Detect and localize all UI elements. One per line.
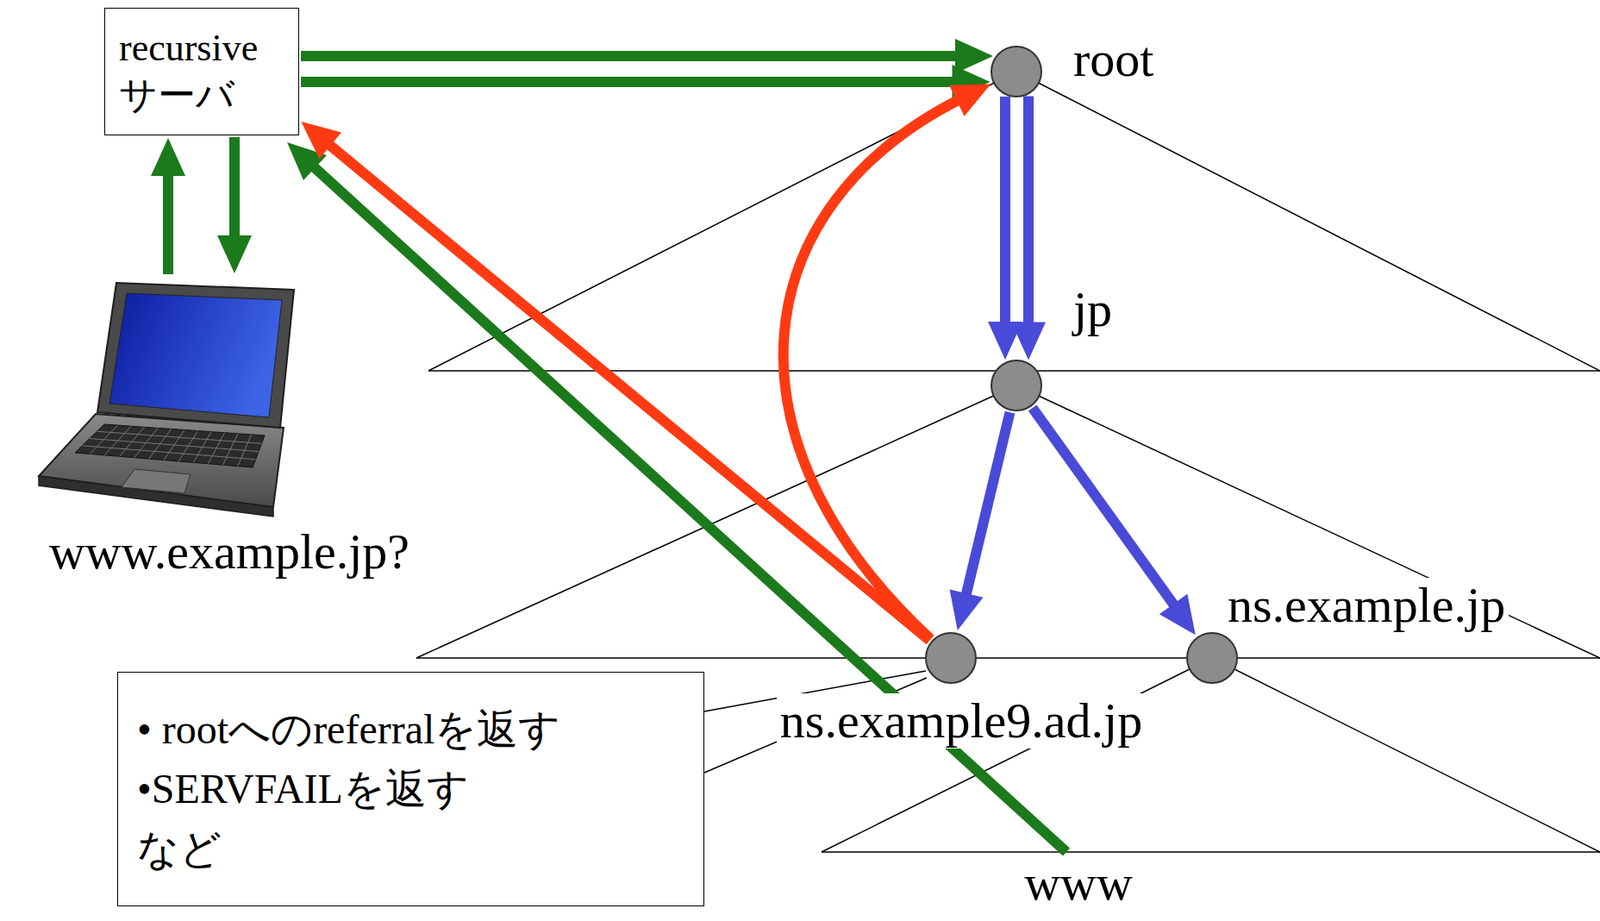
- zone-edge: [1212, 657, 1600, 852]
- laptop-touchpad: [121, 468, 191, 494]
- arrow-line: [1032, 407, 1180, 612]
- arrow-head: [1159, 593, 1196, 635]
- query-arrow: [1032, 407, 1196, 635]
- arrow-head: [950, 588, 984, 630]
- zone-edge: [416, 385, 1017, 658]
- arrow-head: [300, 121, 342, 159]
- laptop-client: www.example.jp?: [35, 275, 296, 522]
- box-text: •SERVFAILを返す: [137, 758, 685, 819]
- key-column: [237, 434, 252, 467]
- box-text: など: [137, 818, 685, 880]
- key-column: [223, 433, 238, 465]
- arrow-line: [783, 96, 966, 639]
- zone-edge: [821, 850, 1600, 853]
- node-label: ns.example9.ad.jp: [776, 693, 1146, 749]
- arrow-line: [162, 166, 174, 275]
- key-column: [193, 431, 212, 463]
- arrow-line: [1023, 96, 1034, 332]
- query-arrow: [217, 137, 252, 274]
- box-text: • rootへのreferralを返す: [137, 699, 685, 760]
- arrow-line: [323, 139, 931, 641]
- laptop-keyboard: [75, 424, 265, 468]
- key-column: [178, 431, 198, 462]
- zone-edge: [1016, 385, 1600, 658]
- arrow-head: [150, 137, 186, 176]
- query-arrow: [150, 137, 186, 275]
- zone-edge: [416, 656, 1600, 659]
- arrow-head: [955, 38, 994, 74]
- laptop-icon: [35, 275, 296, 522]
- arrow-line: [963, 412, 1010, 603]
- key-column: [134, 427, 158, 457]
- arrow-head: [217, 235, 252, 274]
- tld-node: jp: [990, 359, 1043, 412]
- zone-edge: [1016, 71, 1600, 371]
- query-arrow: [300, 64, 991, 100]
- arrow-head: [1011, 321, 1046, 360]
- nameserver-node: ns.example.jp: [1186, 631, 1238, 684]
- laptop-bezel: [97, 282, 294, 428]
- key-column: [208, 432, 225, 464]
- arrow-line: [229, 137, 240, 245]
- node-label: jp: [1069, 281, 1116, 338]
- callout-box: • rootへのreferralを返す•SERVFAILを返すなど: [117, 671, 705, 907]
- leaf-label: www: [1020, 857, 1137, 908]
- node-label: www.example.jp?: [45, 524, 413, 580]
- root-node: root: [990, 45, 1043, 98]
- key-column: [104, 425, 132, 456]
- server-box: recursive サーバ: [104, 7, 300, 136]
- query-arrow: [987, 96, 1023, 360]
- node-label: ns.example.jp: [1224, 577, 1509, 633]
- nameserver-node: ns.example9.ad.jp: [925, 631, 977, 684]
- query-arrow: [300, 38, 994, 74]
- query-arrow: [1011, 96, 1046, 361]
- box-text: recursive サーバ: [118, 24, 285, 119]
- arrow-head: [949, 83, 991, 116]
- key-column: [89, 425, 118, 454]
- node-label: root: [1069, 31, 1157, 88]
- key-column: [119, 426, 145, 457]
- key-column: [163, 430, 185, 461]
- arrow-line: [300, 50, 965, 62]
- query-arrow: [783, 83, 992, 639]
- arrow-line: [1000, 96, 1011, 332]
- query-arrow: [950, 412, 1011, 631]
- laptop-screen: [109, 293, 282, 418]
- arrow-line: [300, 76, 963, 88]
